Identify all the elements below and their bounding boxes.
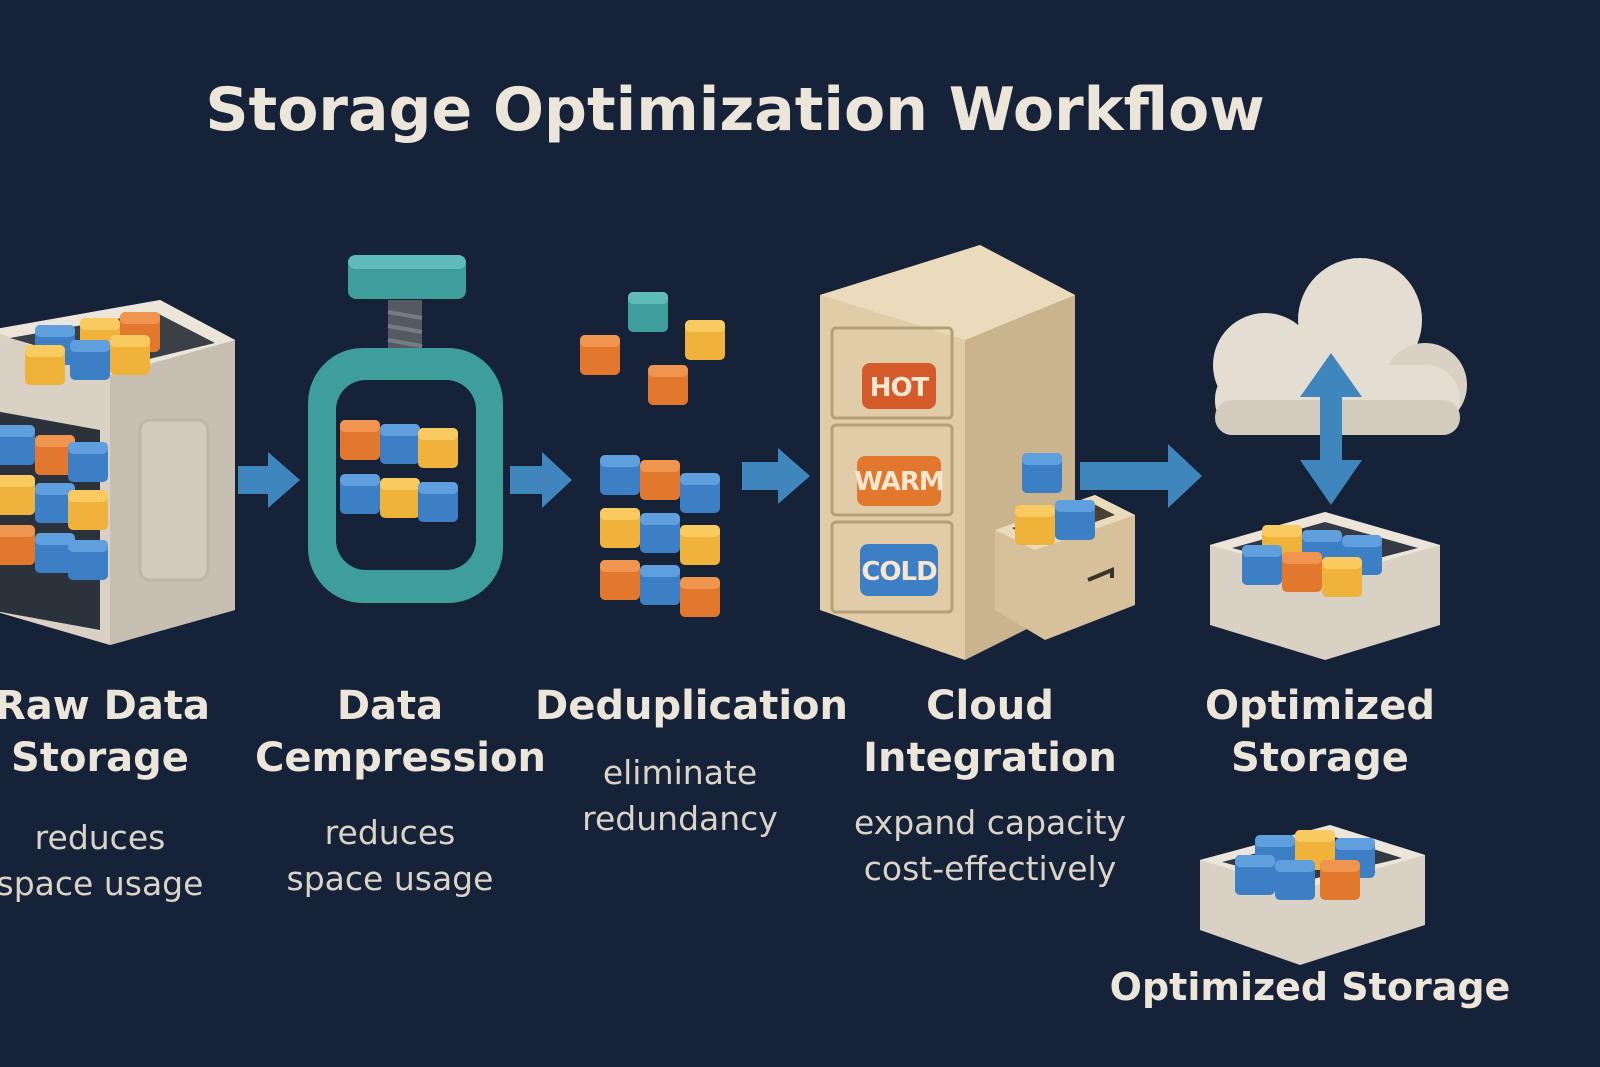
stage-desc-line: reduces (324, 813, 456, 852)
stage-desc-cloud-integration: expand capacity cost-effectively (840, 800, 1140, 892)
flow-arrow-2 (510, 452, 572, 508)
sync-arrow-icon (1300, 353, 1362, 505)
stage-name-line: Integration (863, 735, 1117, 781)
stage-desc-line: eliminate (602, 753, 758, 792)
stage-desc-raw-data-storage: reduces space usage (0, 815, 205, 907)
stage-name-line: Deduplication (535, 683, 848, 729)
stage-name-line: Cempression (255, 735, 546, 781)
stage-desc-deduplication: eliminate redundancy (535, 750, 825, 842)
stage-desc-line: expand capacity (853, 803, 1127, 842)
stage-desc-data-compression: reduces space usage (255, 810, 525, 902)
filing-cabinet-icon: HOT WARM COLD (820, 245, 1135, 660)
stage-desc-line: space usage (0, 864, 204, 903)
stage-desc-line: cost-effectively (863, 849, 1117, 888)
dedup-cubes-icon (580, 292, 725, 617)
tray-icon (1210, 512, 1440, 660)
bottom-optimized-storage-label: Optimized Storage (1109, 965, 1511, 1009)
stage-name-line: Storage (11, 735, 189, 781)
flow-arrow-4 (1080, 444, 1202, 508)
tier-hot-label: HOT (870, 373, 930, 403)
stage-name-line: Cloud (926, 683, 1054, 729)
flow-arrow-3 (742, 448, 810, 504)
stage-desc-line: reduces (34, 818, 166, 857)
tier-warm-label: WARM (854, 467, 944, 497)
storage-box-icon (0, 300, 235, 645)
stage-desc-line: space usage (286, 859, 494, 898)
stage-name-deduplication: Deduplication (535, 680, 848, 732)
compression-clamp-icon (308, 255, 503, 603)
stage-desc-line: redundancy (582, 799, 778, 838)
tier-cold-label: COLD (861, 557, 937, 587)
stage-name-line: Data (336, 683, 444, 729)
cloud-icon (1213, 258, 1467, 435)
stage-name-line: Storage (1231, 735, 1409, 781)
flow-arrow-1 (238, 452, 300, 508)
bottom-tray-icon (1200, 825, 1425, 965)
stage-name-line: Optimized (1205, 683, 1435, 729)
page-title: Storage Optimization Workflow (205, 75, 1265, 145)
stage-name-line: Raw Data (0, 683, 210, 729)
